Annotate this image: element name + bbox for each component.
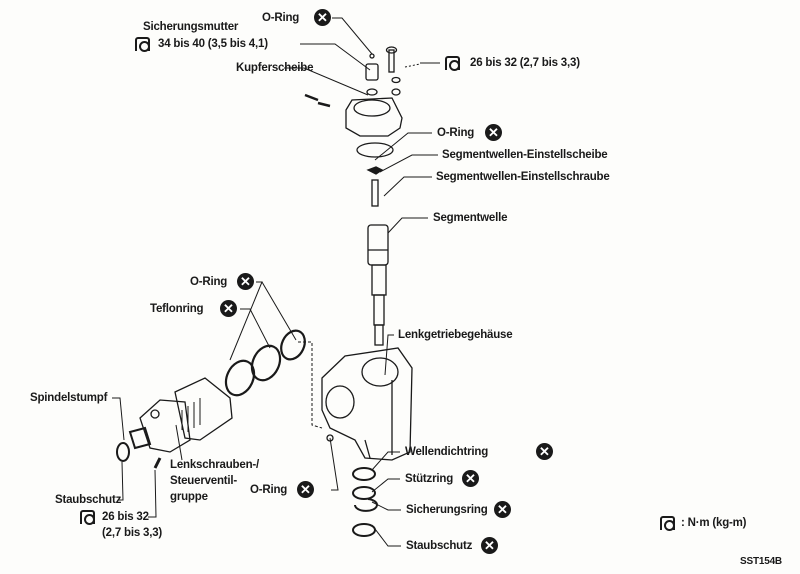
torque-wrench-icon	[80, 510, 95, 525]
steering-gear-housing	[321, 347, 413, 461]
worm-control-valve	[116, 377, 233, 469]
sicherungsmutter-label: Sicherungsmutter	[143, 21, 239, 33]
staubschutz-left-label: Staubschutz	[55, 494, 122, 506]
x-circle-icon: ✕	[494, 501, 511, 518]
stuetzring-label: Stützring	[405, 473, 454, 485]
lenkschrauben-label-1: Lenkschrauben-/	[170, 459, 260, 471]
spindelstumpf-label: Spindelstumpf	[30, 392, 108, 404]
torque-wrench-icon	[135, 37, 150, 52]
einstellscheibe-label: Segmentwellen-Einstellscheibe	[442, 149, 608, 161]
x-circle-icon: ✕	[481, 537, 498, 554]
x-circle-icon: ✕	[462, 470, 479, 487]
cover-bolt-torque: 26 bis 32 (2,7 bis 3,3)	[470, 57, 580, 69]
o-ring-cover-label: O-Ring	[437, 127, 475, 139]
torque-wrench-icon	[445, 56, 460, 71]
lenkschrauben-label-2: Steuerventil-	[170, 475, 238, 487]
segmentwelle-label: Segmentwelle	[433, 212, 508, 224]
sector-cover	[304, 46, 403, 207]
left-bolt-torque-2: (2,7 bis 3,3)	[102, 527, 163, 539]
wellendichtring-label: Wellendichtring	[405, 446, 489, 458]
seal-rings-left	[224, 329, 306, 397]
torque-wrench-icon	[660, 516, 675, 531]
x-circle-icon: ✕	[237, 273, 254, 290]
x-circle-icon: ✕	[314, 9, 331, 26]
figure-code: SST154B	[740, 556, 782, 567]
sicherungsring-label: Sicherungsring	[406, 504, 488, 516]
seal-rings-right	[352, 467, 378, 537]
o-ring-left-label: O-Ring	[190, 276, 228, 288]
sicherungsmutter-torque: 34 bis 40 (3,5 bis 4,1)	[158, 38, 268, 50]
lenkgetriebegehaeuse-label: Lenkgetriebegehäuse	[398, 329, 513, 341]
legend-unit: : N·m (kg-m)	[681, 517, 747, 529]
einstellschraube-label: Segmentwellen-Einstellschraube	[436, 171, 610, 183]
sector-shaft	[367, 224, 389, 346]
kupferscheibe-label: Kupferscheibe	[236, 62, 314, 74]
x-circle-icon: ✕	[220, 300, 237, 317]
o-ring-top-label: O-Ring	[262, 12, 300, 24]
x-circle-icon: ✕	[536, 443, 553, 460]
staubschutz-right-label: Staubschutz	[406, 540, 473, 552]
x-circle-icon: ✕	[485, 124, 502, 141]
leader-lines	[112, 17, 440, 547]
lenkschrauben-label-3: gruppe	[170, 491, 208, 503]
teflonring-label: Teflonring	[150, 303, 204, 315]
o-ring-housing-label: O-Ring	[250, 484, 288, 496]
left-bolt-torque-1: 26 bis 32	[102, 511, 149, 523]
x-circle-icon: ✕	[297, 481, 314, 498]
